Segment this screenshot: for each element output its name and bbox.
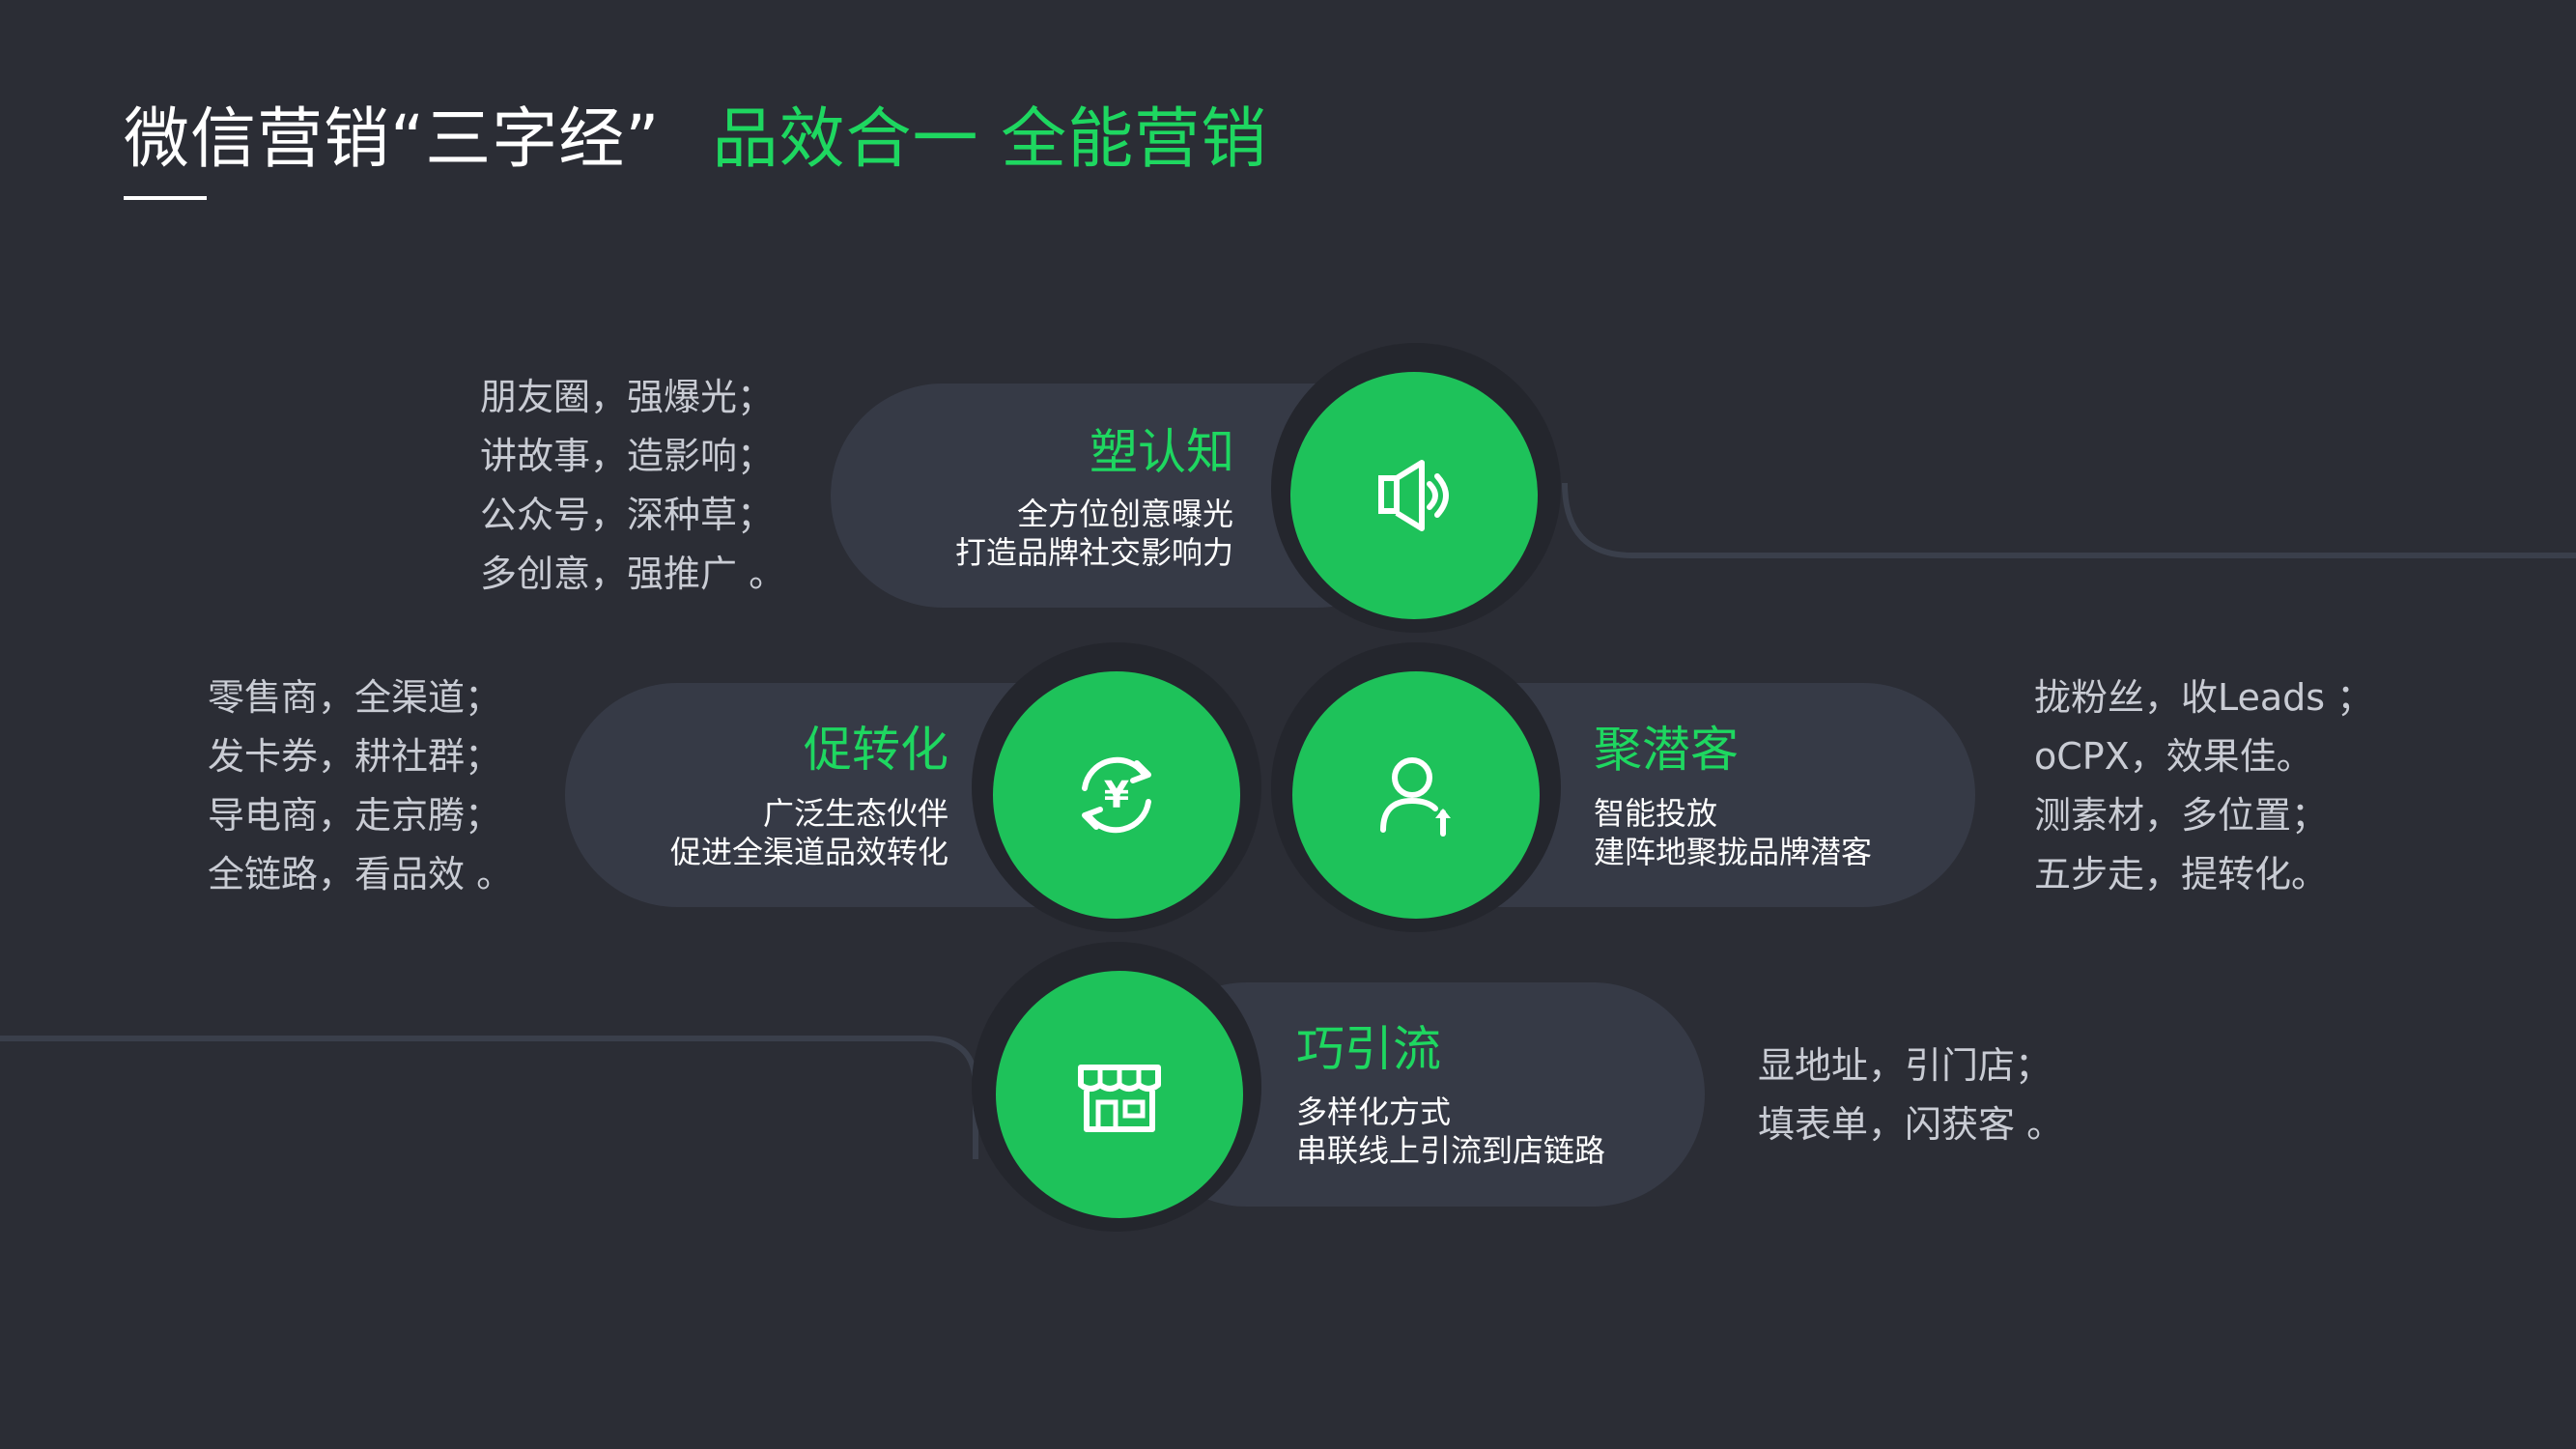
speaker-icon [1378,460,1449,531]
list-item: 拢粉丝，收Leads ； [2034,676,2374,719]
list-item: 零售商，全渠道； [208,676,502,719]
list-item: 五步走，提转化。 [2034,853,2329,895]
points-awareness: 朋友圈，强爆光； 讲故事，造影响； 公众号，深种草； 多创意，强推广 。 [480,368,785,604]
list-item: 测素材，多位置； [2034,794,2329,837]
title-awareness: 塑认知 [1090,424,1234,480]
title-main: 微信营销“三字经” [124,101,661,178]
points-conversion: 零售商，全渠道； 发卡券，耕社群； 导电商，走京腾； 全链路，看品效 。 [208,668,513,904]
title-traffic: 巧引流 [1296,1021,1441,1077]
title-conversion: 促转化 [804,722,948,778]
list-item: 全链路，看品效 。 [208,853,514,895]
circle-traffic [996,971,1243,1218]
page-title: 微信营销“三字经” 品效合一 全能营销 [124,85,1267,178]
list-item: 朋友圈，强爆光； [480,376,775,418]
desc-traffic: 多样化方式 串联线上引流到店链路 [1296,1094,1606,1169]
list-item: 显地址，引门店； [1758,1044,2052,1087]
title-underline [124,196,207,200]
points-prospects: 拢粉丝，收Leads ； oCPX，效果佳。 测素材，多位置； 五步走，提转化。 [2034,668,2373,904]
yuan-cycle-icon: ¥ [1082,756,1151,834]
list-item: 发卡券，耕社群； [208,735,502,778]
list-item: 公众号，深种草； [480,494,775,536]
store-icon [1078,1065,1161,1132]
svg-text:¥: ¥ [1104,774,1129,816]
list-item: 导电商，走京腾； [208,794,502,837]
title-prospects: 聚潜客 [1594,722,1739,778]
user-growth-icon [1380,757,1451,837]
desc-conversion: 广泛生态伙伴 促进全渠道品效转化 [669,795,948,870]
list-item: 多创意，强推广 。 [480,553,786,595]
desc-awareness: 全方位创意曝光 打造品牌社交影响力 [954,496,1233,571]
title-accent: 品效合一 全能营销 [712,101,1268,178]
points-traffic: 显地址，引门店； 填表单，闪获客 。 [1758,1037,2063,1154]
circle-awareness [1290,372,1538,619]
list-item: oCPX，效果佳。 [2034,735,2313,778]
circle-prospects [1292,671,1540,919]
list-item: 填表单，闪获客 。 [1758,1103,2064,1146]
desc-prospects: 智能投放 建阵地聚拢品牌潜客 [1594,795,1873,870]
list-item: 讲故事，造影响； [480,435,775,477]
circle-conversion: ¥ [993,671,1240,919]
